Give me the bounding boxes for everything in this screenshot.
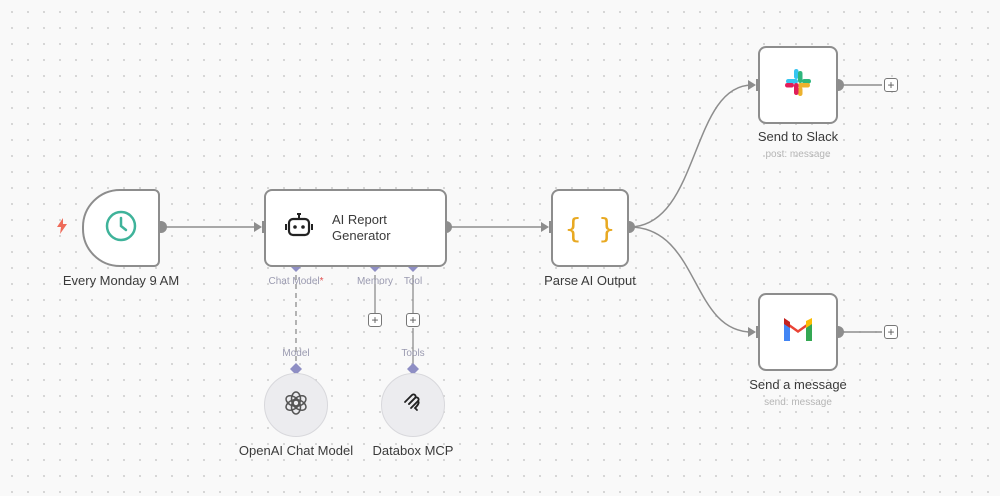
port-model-output — [290, 363, 302, 375]
memory-port-label: Memory — [356, 276, 394, 287]
slack-label: Send to Slack — [757, 129, 839, 144]
tools-port-label: Tools — [401, 348, 425, 359]
databox-mcp-label: Databox MCP — [372, 443, 454, 458]
add-memory-button[interactable]: + — [368, 313, 382, 327]
parser-label: Parse AI Output — [544, 273, 636, 288]
parser-node[interactable]: { } — [551, 189, 629, 267]
arrow-agent-input — [254, 222, 262, 232]
mcp-icon — [401, 391, 425, 420]
openai-chat-model-node[interactable] — [264, 373, 328, 437]
robot-icon — [284, 211, 314, 246]
gmail-label: Send a message — [749, 377, 847, 392]
port-tools-output — [407, 363, 419, 375]
gmail-add-next-button[interactable]: + — [884, 325, 898, 339]
braces-icon: { } — [564, 211, 616, 245]
slack-node[interactable] — [758, 46, 838, 124]
arrow-gmail-input — [748, 327, 756, 337]
trigger-node[interactable] — [82, 189, 160, 267]
clock-icon — [104, 209, 138, 248]
bolt-icon — [55, 218, 69, 234]
slack-add-next-button[interactable]: + — [884, 78, 898, 92]
edge-parser-to-slack — [628, 84, 753, 228]
tool-port-label: Tool — [403, 276, 423, 287]
model-port-label: Model — [282, 348, 310, 359]
agent-node[interactable]: AI Report Generator — [264, 189, 447, 267]
slack-icon — [782, 67, 814, 104]
databox-mcp-node[interactable] — [381, 373, 445, 437]
openai-chat-model-label: OpenAI Chat Model — [238, 443, 354, 458]
gmail-icon — [781, 317, 815, 348]
gmail-subtitle: send: message — [764, 397, 832, 408]
gmail-node[interactable] — [758, 293, 838, 371]
edge-parser-to-gmail — [628, 226, 753, 333]
chat-model-port-label: Chat Model* — [268, 276, 324, 287]
trigger-label: Every Monday 9 AM — [62, 273, 180, 288]
agent-title-line2: Generator — [332, 228, 391, 243]
openai-icon — [283, 390, 309, 421]
arrow-slack-input — [748, 80, 756, 90]
arrow-parser-input — [541, 222, 549, 232]
agent-title-line1: AI Report — [332, 212, 387, 227]
add-tool-button[interactable]: + — [406, 313, 420, 327]
slack-subtitle: post: message — [765, 149, 831, 160]
